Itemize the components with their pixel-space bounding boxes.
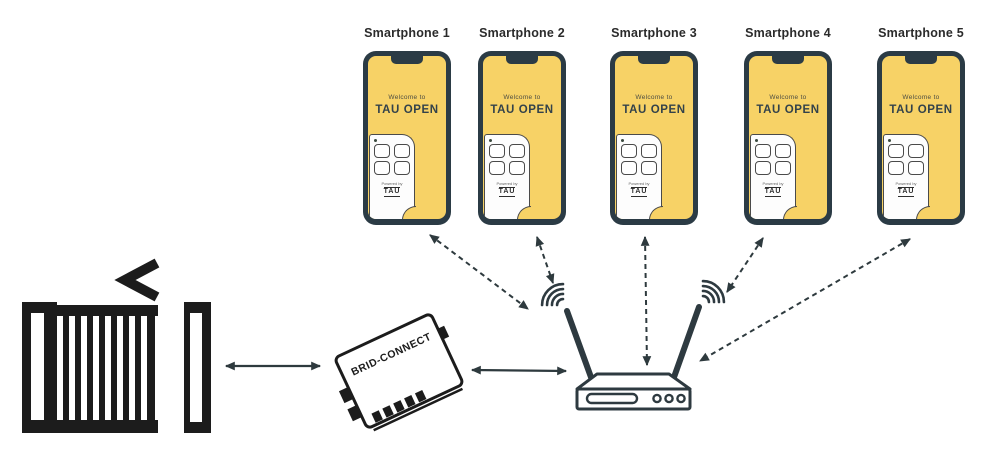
smartphone-5: Smartphone 5 Welcome to TAU OPEN Powered… [877,26,965,225]
phone-notch [638,56,670,64]
powered-by-text: Powered by [628,181,650,186]
welcome-text: Welcome to [769,94,807,101]
remote-control-graphic: Powered by TAU [750,134,797,219]
tau-logo: TAU [498,187,516,198]
remote-buttons [370,144,414,175]
app-name-text: TAU OPEN [622,104,686,116]
welcome-text: Welcome to [902,94,940,101]
remote-button[interactable] [775,144,791,158]
remote-button[interactable] [888,161,904,175]
tau-logo: TAU [383,187,401,198]
tau-logo: TAU [630,187,648,198]
remote-led [621,139,624,142]
remote-buttons [617,144,661,175]
smartphone-1-label: Smartphone 1 [364,26,450,40]
smartphone-4: Smartphone 4 Welcome to TAU OPEN Powered… [744,26,832,225]
remote-button[interactable] [888,144,904,158]
smartphone-2: Smartphone 2 Welcome to TAU OPEN Powered… [478,26,566,225]
powered-by-text: Powered by [381,181,403,186]
phone-notch [905,56,937,64]
remote-button[interactable] [641,161,657,175]
smartphone-5-label: Smartphone 5 [878,26,964,40]
remote-button[interactable] [374,144,390,158]
phone-screen: Welcome to TAU OPEN Powered by TAU [749,56,827,219]
arrow-phone3-router [640,235,652,367]
smartphone-frame: Welcome to TAU OPEN Powered by TAU [744,51,832,225]
app-name-text: TAU OPEN [375,104,439,116]
remote-led [888,139,891,142]
app-name-text: TAU OPEN [889,104,953,116]
page-curl [915,206,930,219]
sliding-gate-icon [22,258,211,433]
remote-led [755,139,758,142]
welcome-text: Welcome to [635,94,673,101]
remote-control-graphic: Powered by TAU [616,134,663,219]
phone-notch [506,56,538,64]
tau-logo: TAU [764,187,782,198]
remote-button[interactable] [394,161,410,175]
powered-by-text: Powered by [762,181,784,186]
page-curl [782,206,797,219]
page-curl [401,206,416,219]
remote-button[interactable] [908,144,924,158]
remote-buttons [884,144,928,175]
remote-button[interactable] [621,144,637,158]
smartphone-4-label: Smartphone 4 [745,26,831,40]
smartphone-frame: Welcome to TAU OPEN Powered by TAU [478,51,566,225]
phone-notch [772,56,804,64]
phone-screen: Welcome to TAU OPEN Powered by TAU [368,56,446,219]
arrow-gateway-router [470,365,568,376]
welcome-text: Welcome to [388,94,426,101]
remote-button[interactable] [374,161,390,175]
gate-direction-chevron-icon [114,258,160,302]
remote-button[interactable] [755,161,771,175]
remote-buttons [751,144,795,175]
remote-button[interactable] [509,144,525,158]
remote-control-graphic: Powered by TAU [484,134,531,219]
smartphone-frame: Welcome to TAU OPEN Powered by TAU [877,51,965,225]
app-name-text: TAU OPEN [756,104,820,116]
welcome-text: Welcome to [503,94,541,101]
phone-screen: Welcome to TAU OPEN Powered by TAU [615,56,693,219]
page-curl [648,206,663,219]
powered-by-text: Powered by [496,181,518,186]
remote-button[interactable] [641,144,657,158]
phone-screen: Welcome to TAU OPEN Powered by TAU [882,56,960,219]
remote-button[interactable] [509,161,525,175]
remote-button[interactable] [489,161,505,175]
remote-button[interactable] [489,144,505,158]
tau-logo: TAU [897,187,915,198]
remote-buttons [485,144,529,175]
gateway-device-icon: BRID-CONNECT [334,313,464,432]
wifi-waves-left-icon [540,282,565,307]
page-curl [516,206,531,219]
wifi-router-icon [540,279,726,411]
arrow-phone5-router [699,238,911,362]
smartphone-frame: Welcome to TAU OPEN Powered by TAU [610,51,698,225]
smartphone-3: Smartphone 3 Welcome to TAU OPEN Powered… [610,26,698,225]
smartphone-2-label: Smartphone 2 [479,26,565,40]
remote-control-graphic: Powered by TAU [883,134,930,219]
remote-button[interactable] [394,144,410,158]
phone-notch [391,56,423,64]
remote-led [489,139,492,142]
smartphone-frame: Welcome to TAU OPEN Powered by TAU [363,51,451,225]
remote-button[interactable] [775,161,791,175]
remote-button[interactable] [908,161,924,175]
arrow-phone1-router [429,234,529,310]
phone-screen: Welcome to TAU OPEN Powered by TAU [483,56,561,219]
smartphone-3-label: Smartphone 3 [611,26,697,40]
remote-button[interactable] [755,144,771,158]
smartphone-1: Smartphone 1 Welcome to TAU OPEN Powered… [363,26,451,225]
arrow-phone2-router [535,235,555,285]
remote-led [374,139,377,142]
remote-button[interactable] [621,161,637,175]
remote-control-graphic: Powered by TAU [369,134,416,219]
app-name-text: TAU OPEN [490,104,554,116]
powered-by-text: Powered by [895,181,917,186]
arrow-phone4-router [726,237,764,293]
